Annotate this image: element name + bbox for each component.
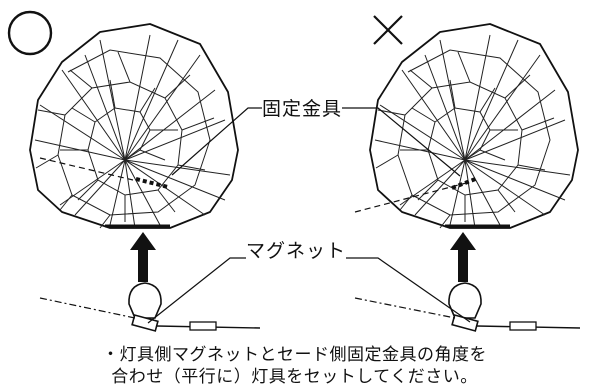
incorrect-mark [373,15,403,45]
instruction-line-2: 合わせ（平行に）灯具をセットしてください。 [111,367,478,387]
magnet-label: マグネット [246,236,347,263]
left-up-arrow [130,232,156,282]
correct-mark [7,10,53,56]
right-up-arrow [450,232,476,282]
right-lamp [354,282,581,332]
left-shade [29,23,239,229]
right-shade [369,23,579,229]
left-fixing-bracket [39,157,169,189]
right-fixing-bracket [354,176,479,213]
magnet-leader [147,257,471,324]
left-lamp [39,282,261,332]
fixing-bracket-label: 固定金具 [262,94,343,121]
instruction-line-1: ・灯具側マグネットとセード側固定金具の角度を [102,345,487,365]
